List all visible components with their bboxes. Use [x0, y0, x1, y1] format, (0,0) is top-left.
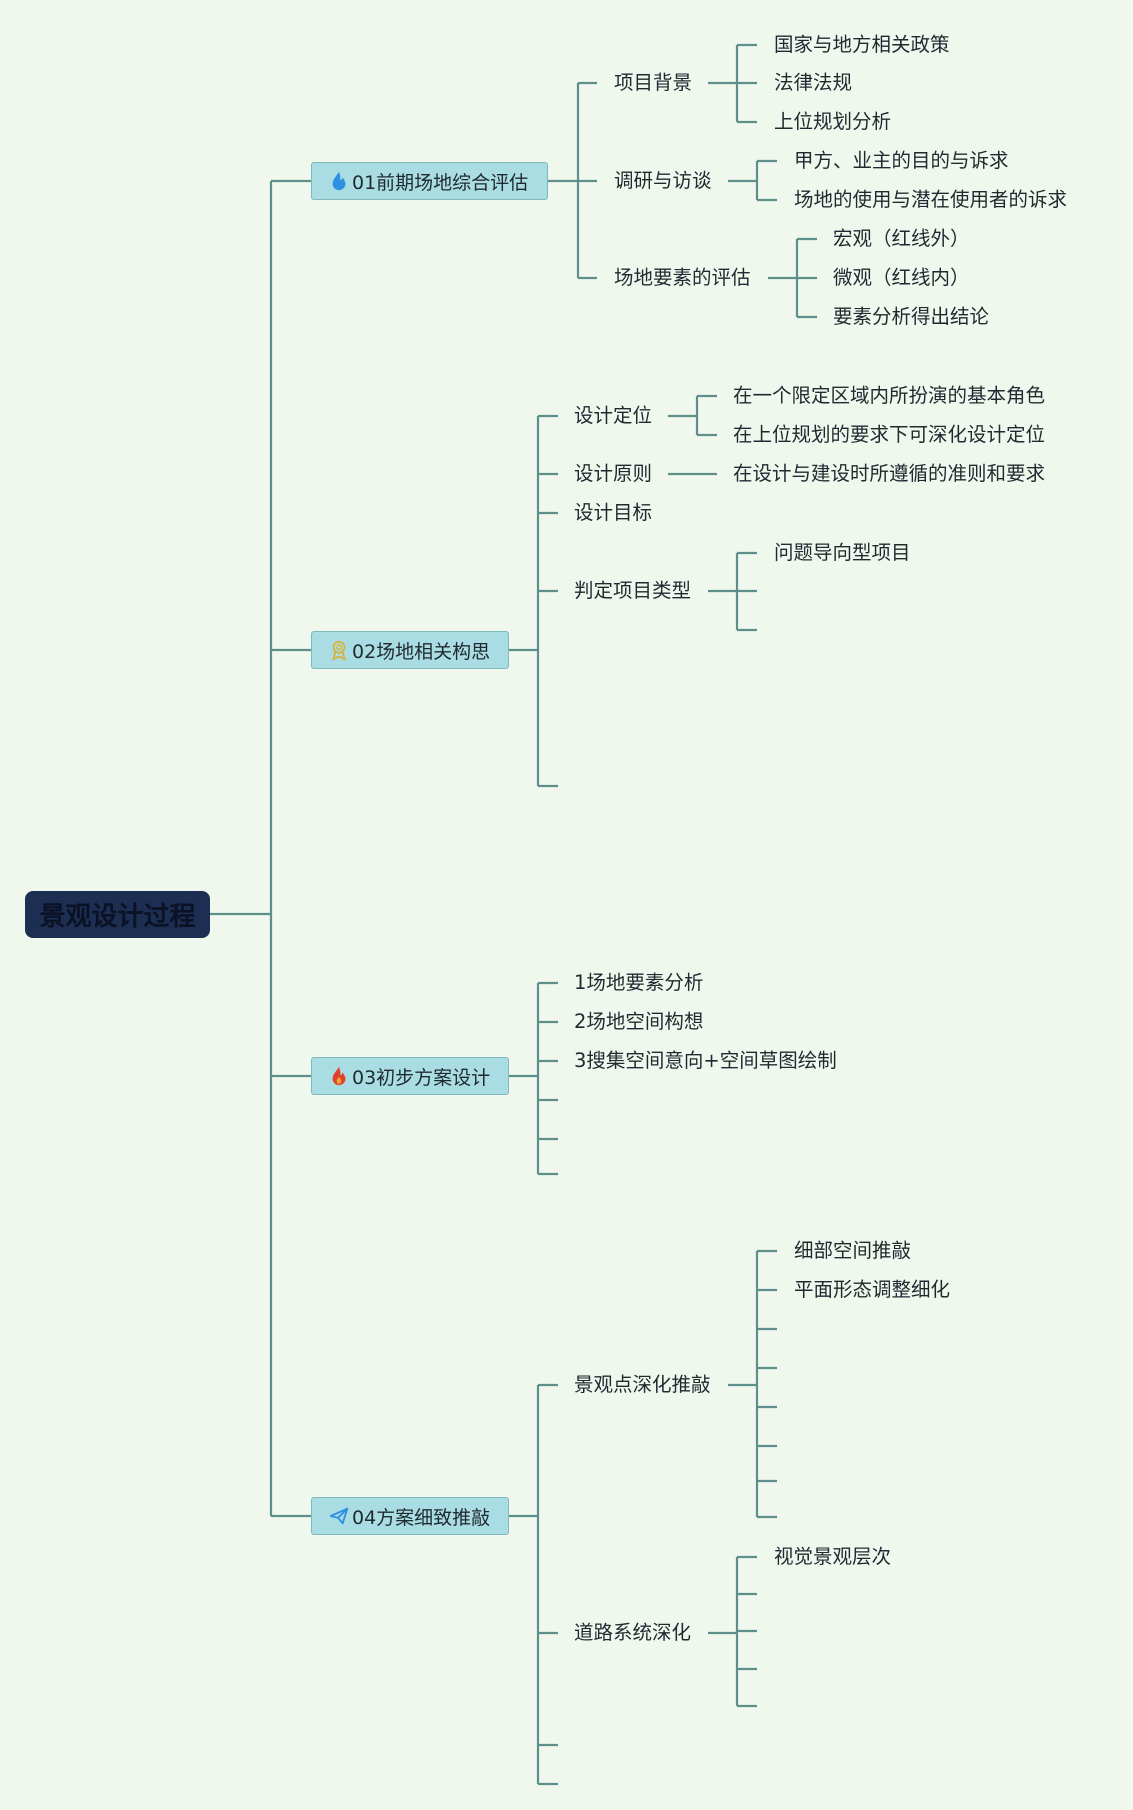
- leaf-macro[interactable]: 宏观（红线外）: [833, 227, 970, 250]
- droplet-flame-icon: [328, 170, 350, 192]
- node-site-analysis[interactable]: 1场地要素分析: [574, 971, 704, 994]
- leaf-client-goals[interactable]: 甲方、业主的目的与诉求: [794, 149, 1009, 172]
- node-road-system[interactable]: 道路系统深化: [574, 1621, 692, 1644]
- paper-plane-icon: [328, 1505, 350, 1527]
- node-design-goals[interactable]: 设计目标: [574, 501, 653, 524]
- leaf-user-needs[interactable]: 场地的使用与潜在使用者的诉求: [794, 188, 1068, 211]
- branch-label: 01前期场地综合评估: [352, 171, 529, 194]
- node-project-type[interactable]: 判定项目类型: [574, 579, 692, 602]
- node-research-interview[interactable]: 调研与访谈: [614, 169, 712, 192]
- branch-label: 02场地相关构思: [352, 640, 491, 663]
- fire-icon: [328, 1065, 350, 1087]
- branch-label: 03初步方案设计: [352, 1066, 491, 1089]
- leaf-guidelines[interactable]: 在设计与建设时所遵循的准则和要求: [733, 462, 1046, 485]
- node-site-elements[interactable]: 场地要素的评估: [614, 266, 751, 289]
- branch-03-preliminary-design[interactable]: 03初步方案设计: [311, 1057, 509, 1095]
- leaf-visual-layers[interactable]: 视觉景观层次: [774, 1545, 892, 1568]
- award-ribbon-icon: [328, 639, 350, 661]
- leaf-policy[interactable]: 国家与地方相关政策: [774, 33, 950, 56]
- node-sketching[interactable]: 3搜集空间意向+空间草图绘制: [574, 1049, 837, 1072]
- root-node[interactable]: 景观设计过程: [25, 891, 210, 938]
- branch-label: 04方案细致推敲: [352, 1506, 491, 1529]
- leaf-laws[interactable]: 法律法规: [774, 71, 853, 94]
- branch-01-early-site-assessment[interactable]: 01前期场地综合评估: [311, 162, 548, 200]
- leaf-detail-space[interactable]: 细部空间推敲: [794, 1239, 912, 1262]
- branch-04-detailed-refinement[interactable]: 04方案细致推敲: [311, 1497, 509, 1535]
- leaf-deepen-positioning[interactable]: 在上位规划的要求下可深化设计定位: [733, 423, 1046, 446]
- branch-02-site-concept[interactable]: 02场地相关构思: [311, 631, 509, 669]
- leaf-basic-role[interactable]: 在一个限定区域内所扮演的基本角色: [733, 384, 1046, 407]
- leaf-upper-planning[interactable]: 上位规划分析: [774, 110, 892, 133]
- leaf-problem-oriented[interactable]: 问题导向型项目: [774, 541, 911, 564]
- node-space-concept[interactable]: 2场地空间构想: [574, 1010, 704, 1033]
- node-design-principles[interactable]: 设计原则: [574, 462, 653, 485]
- root-label: 景观设计过程: [39, 902, 196, 932]
- node-project-background[interactable]: 项目背景: [614, 71, 693, 94]
- leaf-conclusion[interactable]: 要素分析得出结论: [833, 305, 990, 328]
- node-design-positioning[interactable]: 设计定位: [574, 404, 653, 427]
- leaf-plan-form[interactable]: 平面形态调整细化: [794, 1278, 951, 1301]
- node-landscape-refinement[interactable]: 景观点深化推敲: [574, 1373, 711, 1396]
- leaf-micro[interactable]: 微观（红线内）: [833, 266, 970, 289]
